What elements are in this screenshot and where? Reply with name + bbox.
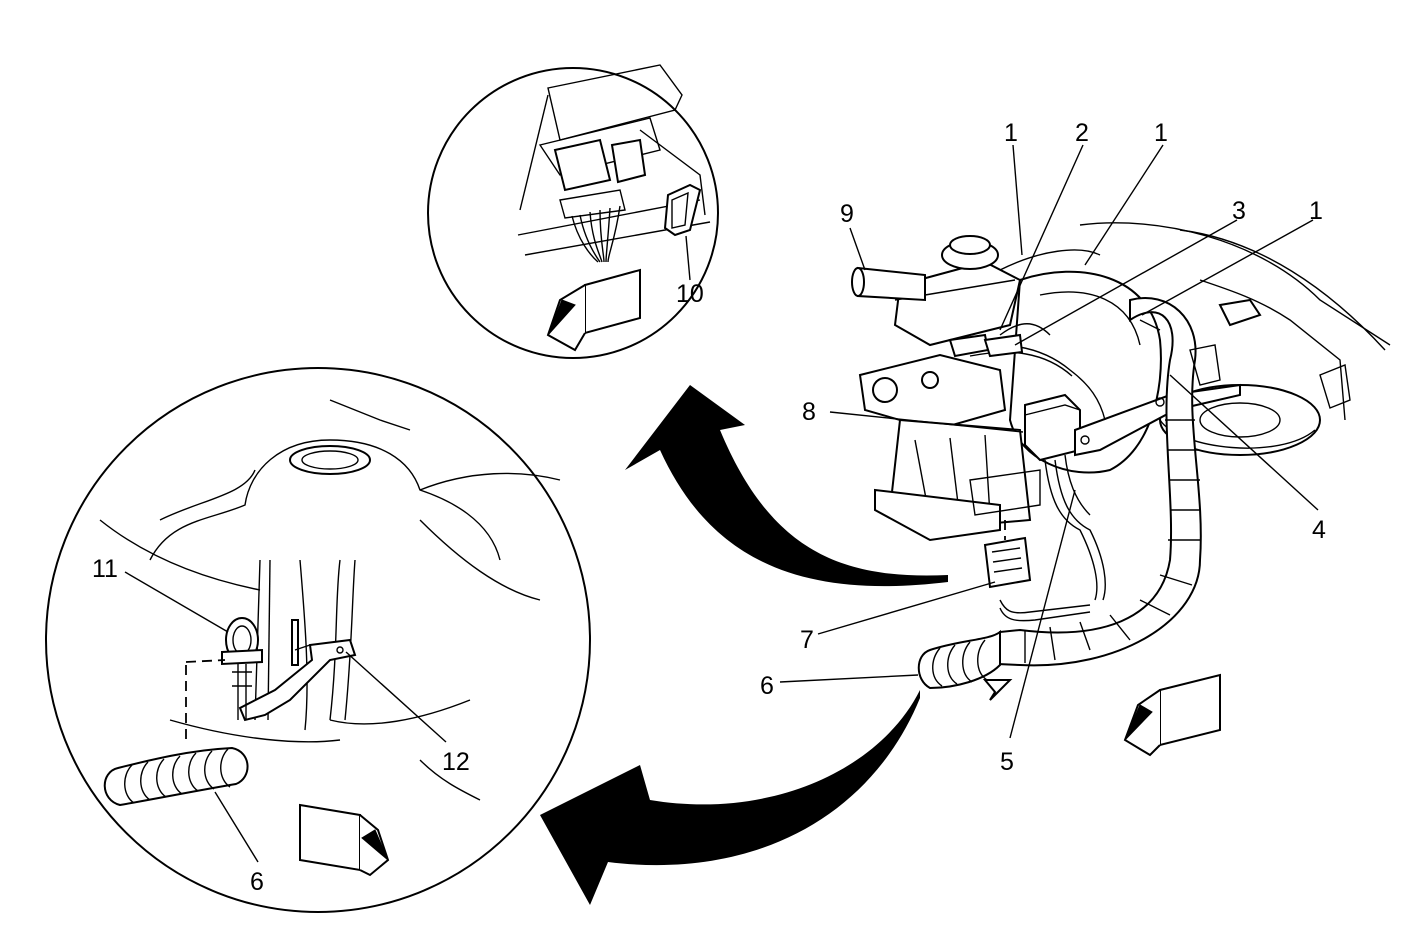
detail-pointer-arrow-icon [625,385,948,587]
callout-9: 9 [840,200,854,228]
callout-labels: 1 2 1 3 1 9 8 4 7 6 5 10 11 12 6 [92,119,1326,896]
callout-7: 7 [800,626,814,654]
callout-12: 12 [442,748,470,776]
front-of-vehicle-arrow-icon [299,803,390,877]
callout-6: 6 [250,868,264,896]
callout-1: 1 [1309,197,1323,225]
leader-lines [124,144,1319,863]
callout-10: 10 [676,280,704,308]
callout-11: 11 [92,555,118,583]
callout-8: 8 [802,398,816,426]
callout-2: 2 [1075,119,1089,147]
callout-6: 6 [760,672,774,700]
front-of-vehicle-arrow-icon [546,268,641,352]
detail-view-bottom-left [45,367,591,913]
detail-view-top [427,64,719,359]
callout-1: 1 [1154,119,1168,147]
callout-3: 3 [1232,197,1246,225]
harness-conduit [996,297,1202,667]
callout-5: 5 [1000,748,1014,776]
front-of-vehicle-arrow-icon [1123,673,1221,757]
main-assembly [851,222,1391,701]
callout-4: 4 [1312,516,1326,544]
conduit-detail [103,746,249,807]
callout-1: 1 [1004,119,1018,147]
detail-pointer-arrow-icon [540,690,920,905]
